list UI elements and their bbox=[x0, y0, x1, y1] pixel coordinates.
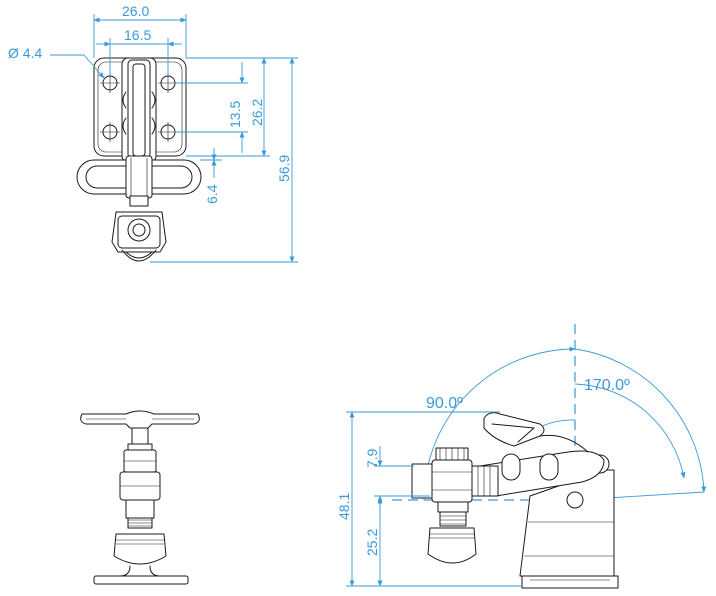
dim-base-height: 25.2 bbox=[364, 529, 380, 556]
pivot-pin bbox=[566, 491, 584, 509]
top-view: 26.0 16.5 Ø 4.4 13.5 26.2 6.4 56.9 bbox=[8, 3, 298, 263]
base-foot bbox=[93, 575, 189, 585]
dim-plate-height: 26.2 bbox=[249, 99, 265, 126]
lever-handle bbox=[483, 412, 545, 447]
dim-width-overall: 26.0 bbox=[122, 3, 149, 19]
dim-handle-offset: 6.4 bbox=[204, 184, 220, 204]
side-view: 90.0º 170.0º bbox=[336, 324, 707, 589]
contact-pad bbox=[113, 533, 167, 565]
dim-hole-spacing-x: 16.5 bbox=[124, 27, 151, 43]
dim-angle-open: 90.0º bbox=[426, 395, 463, 412]
hex-nut bbox=[111, 211, 167, 253]
dim-spindle-offset: 7.9 bbox=[364, 448, 380, 468]
dim-hole-spacing-y: 13.5 bbox=[227, 101, 243, 128]
dim-hole-diameter: Ø 4.4 bbox=[8, 45, 42, 61]
t-handle bbox=[80, 410, 200, 429]
dim-total-length: 56.9 bbox=[276, 155, 292, 182]
front-view bbox=[80, 410, 200, 585]
dim-angle-travel: 170.0º bbox=[584, 377, 630, 394]
spindle-pad bbox=[427, 527, 477, 564]
dim-total-height: 48.1 bbox=[336, 493, 352, 520]
